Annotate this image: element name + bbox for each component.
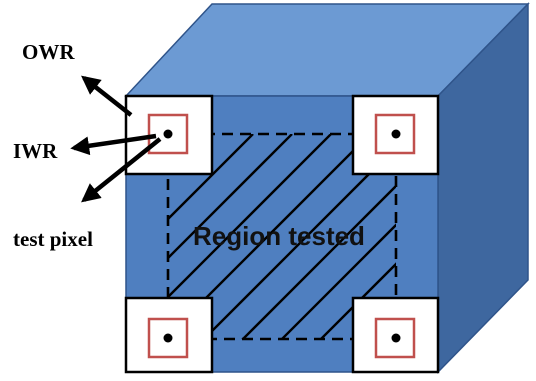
region-tested-label: Region tested bbox=[193, 221, 365, 251]
test-pixel-arrow bbox=[81, 137, 162, 203]
pointer-arrows bbox=[70, 75, 162, 203]
window-bottom-right bbox=[351, 296, 440, 374]
window-top-left bbox=[124, 94, 214, 176]
test-pixel-dot bbox=[391, 129, 401, 139]
window-bottom-left bbox=[124, 296, 214, 374]
inner-window-rect bbox=[147, 113, 189, 155]
iwr-arrow bbox=[70, 133, 157, 156]
window-top-right bbox=[351, 94, 440, 176]
test-pixel-dot bbox=[163, 129, 173, 139]
owr-label: OWR bbox=[22, 40, 75, 64]
inner-window-rect bbox=[147, 317, 189, 359]
region-boundary bbox=[166, 132, 398, 341]
test-pixel-dot bbox=[391, 333, 401, 343]
inner-window-rect bbox=[374, 113, 416, 155]
inner-window-rect bbox=[374, 317, 416, 359]
test-pixel-label: test pixel bbox=[13, 227, 93, 251]
owr-arrow bbox=[81, 75, 133, 117]
test-pixel-dot bbox=[163, 333, 173, 343]
iwr-label: IWR bbox=[13, 139, 58, 163]
